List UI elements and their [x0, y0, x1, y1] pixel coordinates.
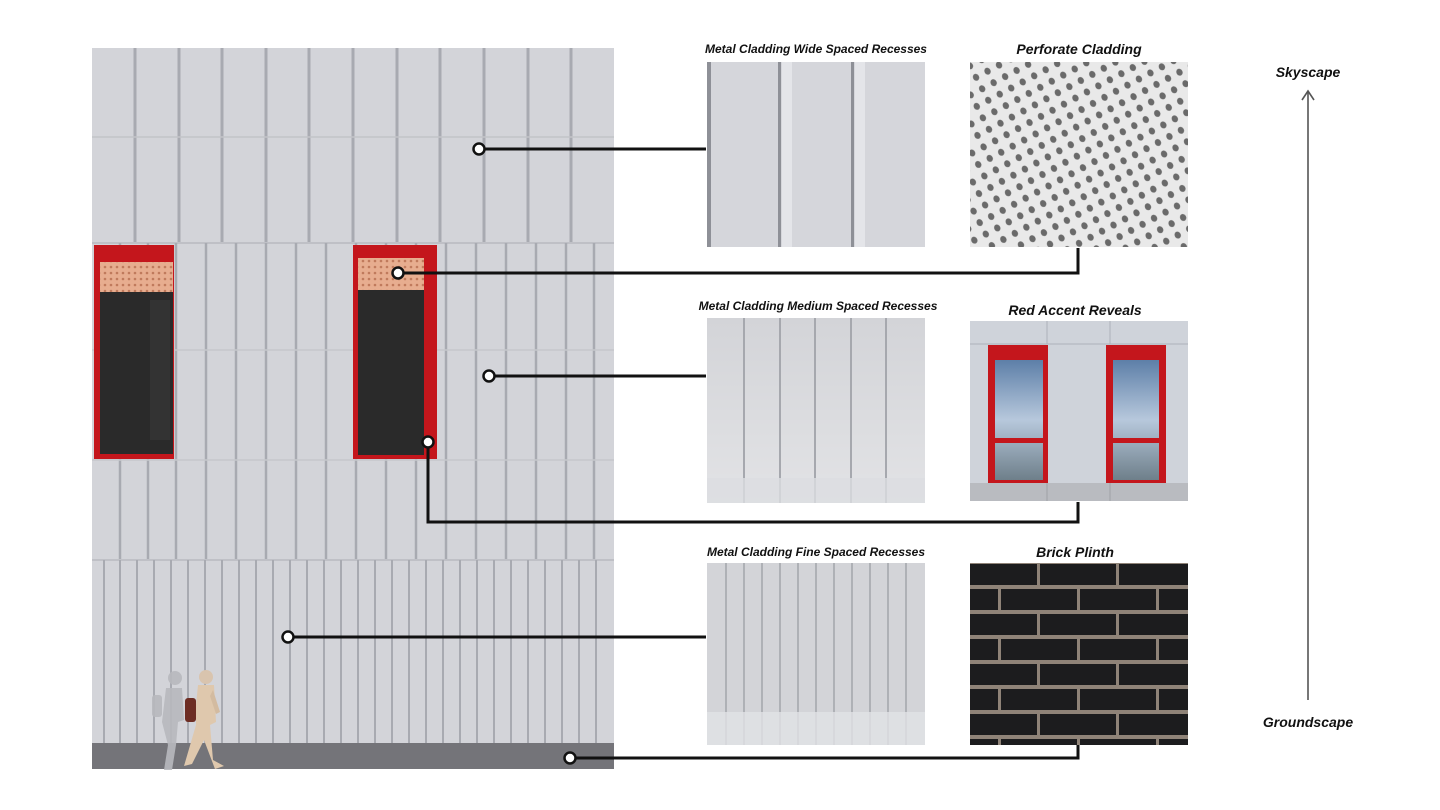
facade-elevation [92, 48, 614, 770]
label-red: Red Accent Reveals [1008, 302, 1142, 318]
window-left [94, 245, 174, 459]
label-medium: Metal Cladding Medium Spaced Recesses [698, 299, 938, 313]
shadow-figure [152, 671, 184, 770]
pedestrian-figure [184, 670, 224, 769]
marker-brick [563, 751, 577, 765]
swatch-fine [707, 563, 925, 745]
wide-recess-band [133, 48, 573, 243]
label-skyscape: Skyscape [1275, 64, 1341, 80]
leader-lines [294, 147, 1080, 760]
leader-red [426, 442, 1080, 524]
swatch-red-accent [970, 321, 1188, 501]
marker-fine [281, 630, 295, 644]
marker-perforate [391, 266, 405, 280]
label-perforate: Perforate Cladding [1016, 41, 1142, 57]
label-fine: Metal Cladding Fine Spaced Recesses [706, 545, 926, 559]
skyscape-arrow [1301, 89, 1315, 700]
marker-red [421, 435, 435, 449]
leader-markers [281, 142, 577, 765]
swatch-perforate [970, 62, 1188, 247]
swatch-medium [707, 318, 925, 503]
leader-perforate [404, 248, 1080, 275]
plinth-strip [92, 743, 614, 769]
label-wide: Metal Cladding Wide Spaced Recesses [705, 42, 927, 56]
window-right [353, 245, 437, 459]
marker-medium [482, 369, 496, 383]
label-groundscape: Groundscape [1262, 714, 1354, 730]
swatch-wide [707, 62, 925, 247]
swatch-brick [970, 563, 1188, 745]
label-brick: Brick Plinth [1036, 544, 1114, 560]
marker-wide [472, 142, 486, 156]
leader-brick [576, 745, 1080, 760]
